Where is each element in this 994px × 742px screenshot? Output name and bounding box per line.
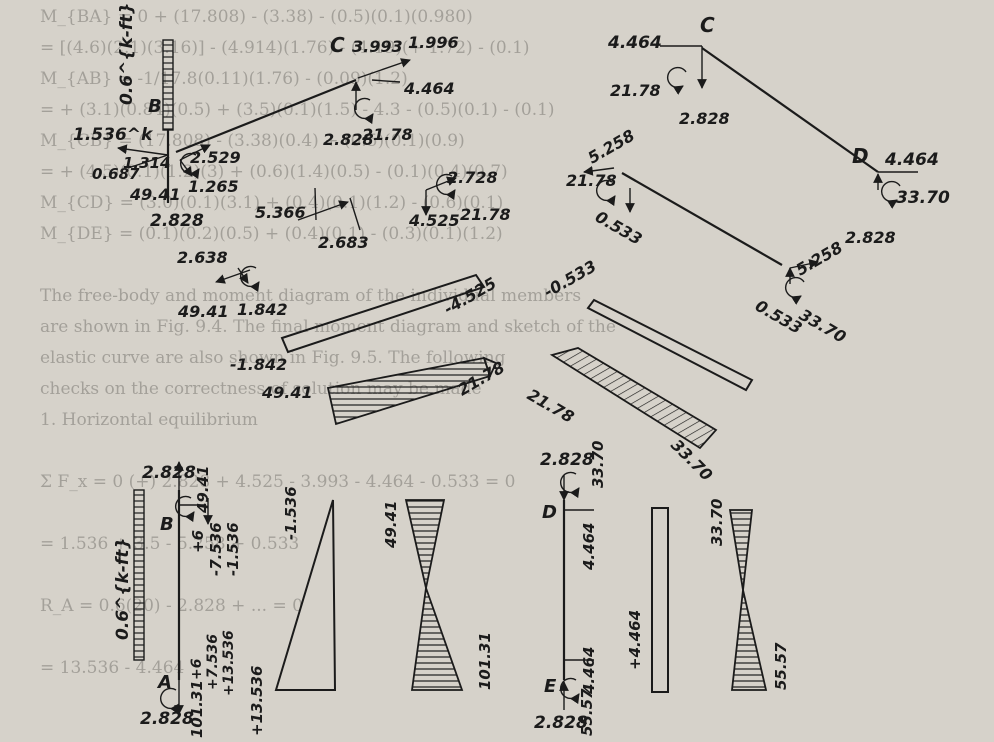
ab-load-intensity: 0.6^{k-ft} bbox=[113, 538, 133, 640]
ab-shear-bottom-value: +13.536 bbox=[248, 666, 266, 736]
de-moment-top: 33.70 bbox=[589, 441, 607, 488]
moment-diagram-de: 33.70 55.57 bbox=[708, 499, 790, 691]
shear-0533-top: 0.533 bbox=[592, 207, 645, 249]
background-text-line: = + (4.5)(0.1)(1.2)(3) + (0.6)(1.4)(0.5)… bbox=[40, 162, 508, 182]
point-c-label: C bbox=[330, 33, 345, 57]
point-d-right-label: D bbox=[852, 144, 869, 168]
axial-2828-c-right: 2.828 bbox=[679, 109, 730, 128]
shear-diagram-de: +4.464 bbox=[626, 507, 669, 693]
shear-left-value: -1.842 bbox=[230, 355, 287, 374]
background-text-line: = 13.536 - 4.464 bbox=[40, 658, 184, 678]
background-text-line: M_{BA} = 0 + (17.808) - (3.38) - (0.5)(0… bbox=[40, 7, 473, 27]
ab-axial-top: 2.828 bbox=[142, 463, 196, 483]
axial-2828-c: 2.828 bbox=[323, 130, 374, 149]
de-shear-value: +4.464 bbox=[626, 610, 644, 670]
force-1536: 1.536^k bbox=[73, 125, 154, 145]
ab-moment-10131: 101.31 bbox=[188, 680, 206, 738]
moment-diagram-ab: 49.41 101.31 bbox=[382, 499, 494, 691]
background-text-line: M_{DE} = (0.1)(0.2)(0.5) + (0.4)(0.1) - … bbox=[40, 224, 503, 244]
ab-bottom-7536: +7.536 bbox=[205, 634, 221, 690]
free-body-ab: 2.828 B 49.41 +6 -7.536 -1.536 0.6^{k-ft… bbox=[113, 461, 242, 738]
force-4525: 4.525 bbox=[408, 211, 460, 230]
de-moment-bottom: 55.57 bbox=[578, 688, 596, 736]
background-text-line: M_{CD} = (3.0)(0.1)(3.1) + (0.4)(0.1)(1.… bbox=[40, 193, 503, 213]
background-text-line: The free-body and moment diagram of the … bbox=[40, 286, 581, 306]
force-5258-top: 5.258 bbox=[585, 126, 638, 168]
force-4464-d: 4.464 bbox=[884, 150, 939, 170]
ab-point-b: B bbox=[160, 514, 174, 535]
inclined-member-free-body: 5.366 2.683 2.728 4.525 21.78 2.638 1.84… bbox=[177, 168, 511, 321]
de-shear-top: 4.464 bbox=[580, 523, 598, 571]
force-0687: 0.687 bbox=[92, 165, 140, 183]
background-text-line: M_{CB} = (17.808) - (3.38)(0.4) + (0.5)(… bbox=[40, 131, 465, 151]
force-1265: 1.265 bbox=[188, 177, 239, 196]
de-shear-bottom: 4.464 bbox=[580, 647, 598, 695]
axial-2828-d: 2.828 bbox=[845, 228, 896, 247]
force-4464-c: 4.464 bbox=[403, 79, 455, 98]
moment-2178-c-right: 21.78 bbox=[610, 81, 661, 100]
axial-2828-b: 2.828 bbox=[150, 211, 204, 231]
ab-moment-top-value: 49.41 bbox=[382, 501, 400, 549]
de-axial-bottom: 2.828 bbox=[534, 713, 588, 733]
force-2529: 2.529 bbox=[190, 148, 241, 167]
ab-bottom-6: +6 bbox=[189, 658, 205, 680]
de-moment-bottom-value: 55.57 bbox=[772, 642, 790, 690]
moment-2178-c: 21.78 bbox=[362, 125, 413, 144]
background-text-line: elastic curve are also shown in Fig. 9.5… bbox=[40, 348, 506, 368]
moment-left-value: 49.41 bbox=[261, 383, 313, 402]
background-page-text: M_{BA} = 0 + (17.808) - (3.38) - (0.5)(0… bbox=[40, 7, 616, 678]
force-4464-c-right: 4.464 bbox=[607, 33, 662, 53]
force-2638: 2.638 bbox=[177, 248, 228, 267]
force-2728: 2.728 bbox=[447, 168, 498, 187]
ab-shear-top-value: -1.536 bbox=[282, 486, 300, 540]
de-moment-top-value: 33.70 bbox=[708, 499, 726, 546]
free-body-bc: 0.6^{k-ft} B 1.536^k 1.314 0.687 2.529 1… bbox=[73, 3, 459, 231]
de-point-d: D bbox=[542, 502, 557, 523]
force-3993: 3.993 bbox=[352, 37, 403, 56]
moment-4941-b: 49.41 bbox=[129, 185, 181, 204]
ab-shear-7536: -7.536 bbox=[207, 522, 225, 576]
background-text-line: = 1.536 + 3.5 - 5.258 + 0.533 bbox=[40, 534, 299, 554]
free-body-de: 2.828 33.70 D 4.464 E 4.464 55.57 2.828 bbox=[534, 441, 607, 736]
background-text-line: R_A = 0.6(20) - 2.828 + ... = 0 bbox=[40, 596, 303, 616]
force-1842: 1.842 bbox=[237, 300, 288, 319]
ab-moment-bottom-value: 101.31 bbox=[476, 632, 494, 690]
ab-shear-6: +6 bbox=[189, 530, 207, 553]
moment-2178-mid: 21.78 bbox=[460, 205, 511, 224]
moment-2178-cd: 21.78 bbox=[566, 171, 617, 190]
ab-shear-1536: -1.536 bbox=[224, 522, 242, 576]
moment-3370-cd: 33.70 bbox=[796, 305, 849, 347]
ab-moment-4941: 49.41 bbox=[194, 466, 212, 514]
moment-3370-d: 33.70 bbox=[896, 188, 950, 208]
moment-4941-mid: 49.41 bbox=[177, 302, 229, 321]
moment-cd-left: 21.78 bbox=[524, 385, 577, 427]
force-1314: 1.314 bbox=[123, 154, 170, 172]
ab-point-a: A bbox=[156, 672, 172, 693]
shear-0533-bottom: 0.533 bbox=[752, 296, 805, 338]
point-b-label: B bbox=[148, 96, 162, 117]
background-text-line: Σ F_x = 0 (+) 2.828 + 4.525 - 3.993 - 4.… bbox=[40, 472, 515, 492]
force-2683: 2.683 bbox=[318, 233, 369, 252]
member-cd-inclined-section: 5.258 21.78 0.533 5.258 0.533 33.70 bbox=[566, 126, 849, 347]
force-5366: 5.366 bbox=[255, 203, 306, 222]
load-intensity-bc: 0.6^{k-ft} bbox=[117, 3, 137, 105]
shear-diagram-ab: -1.536 +13.536 bbox=[248, 486, 337, 736]
ab-axial-bottom: 2.828 bbox=[140, 709, 194, 729]
background-text-line: 1. Horizontal equilibrium bbox=[40, 410, 258, 430]
background-text-line: M_{AB} = -1/17.8(0.11)(1.76) - (0.09)(1.… bbox=[40, 69, 408, 89]
ab-bottom-13536: +13.536 bbox=[221, 630, 237, 696]
de-point-e: E bbox=[544, 676, 557, 697]
de-axial-top: 2.828 bbox=[540, 450, 594, 470]
point-c-right-label: C bbox=[700, 13, 715, 37]
free-body-cd: 4.464 C 21.78 2.828 D 4.464 33.70 2.828 bbox=[607, 13, 950, 247]
force-1996: 1.996 bbox=[408, 33, 459, 52]
background-text-line: are shown in Fig. 9.4. The final moment … bbox=[40, 317, 616, 337]
force-5258-bottom: 5.258 bbox=[793, 238, 846, 280]
